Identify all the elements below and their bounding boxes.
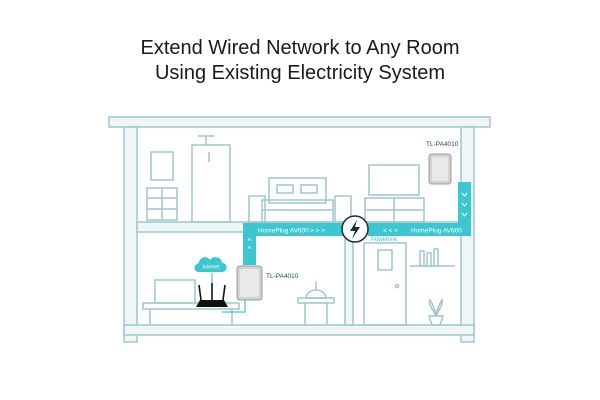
downstairs-adapter: TL-PA4010: [222, 265, 299, 313]
powerline-label: Powerline: [371, 237, 398, 243]
downstairs-adapter-label: TL-PA4010: [266, 273, 299, 280]
door: [363, 242, 407, 326]
bed: [248, 177, 352, 223]
upstairs-adapter-label: TL-PA4010: [426, 141, 459, 148]
lamp: [305, 289, 327, 299]
left-wall: [123, 126, 138, 343]
roof-beam: [108, 116, 491, 128]
monitor: [154, 279, 196, 304]
powerline-links: ^ ^ HomePlug AV600 > > > < < < HomePlug …: [243, 182, 471, 265]
title-line-1: Extend Wired Network to Any Room: [140, 37, 460, 59]
left-link-arrows: > > >: [310, 228, 325, 235]
upstairs-adapter: TL-PA4010: [426, 141, 459, 185]
mirror: [150, 151, 174, 181]
inner-wall: [344, 231, 354, 326]
right-link-arrows: < < <: [383, 228, 398, 235]
right-vertical-band: [458, 182, 471, 236]
diagram-title: Extend Wired Network to Any Room Using E…: [0, 36, 600, 86]
cloud-label: Internet: [203, 265, 221, 271]
svg-text:^: ^: [248, 237, 252, 246]
right-link-label: HomePlug AV600: [411, 228, 462, 235]
plant-pot: [427, 315, 445, 326]
router: [196, 273, 228, 307]
tv-upstairs: [368, 164, 420, 196]
right-link-band: [368, 223, 471, 236]
left-down-arrows: ^: [248, 245, 252, 254]
ground-floor: [123, 324, 475, 336]
left-link-label: HomePlug AV600: [258, 228, 309, 235]
title-line-2: Using Existing Electricity System: [154, 62, 446, 84]
router-icon: [196, 300, 228, 307]
right-down-arrows: [461, 192, 468, 217]
desk: [142, 302, 240, 310]
left-link-band: [243, 223, 343, 236]
shower: [191, 144, 231, 223]
left-vertical-band: [243, 223, 256, 265]
cloud-icon: Internet: [194, 257, 227, 272]
